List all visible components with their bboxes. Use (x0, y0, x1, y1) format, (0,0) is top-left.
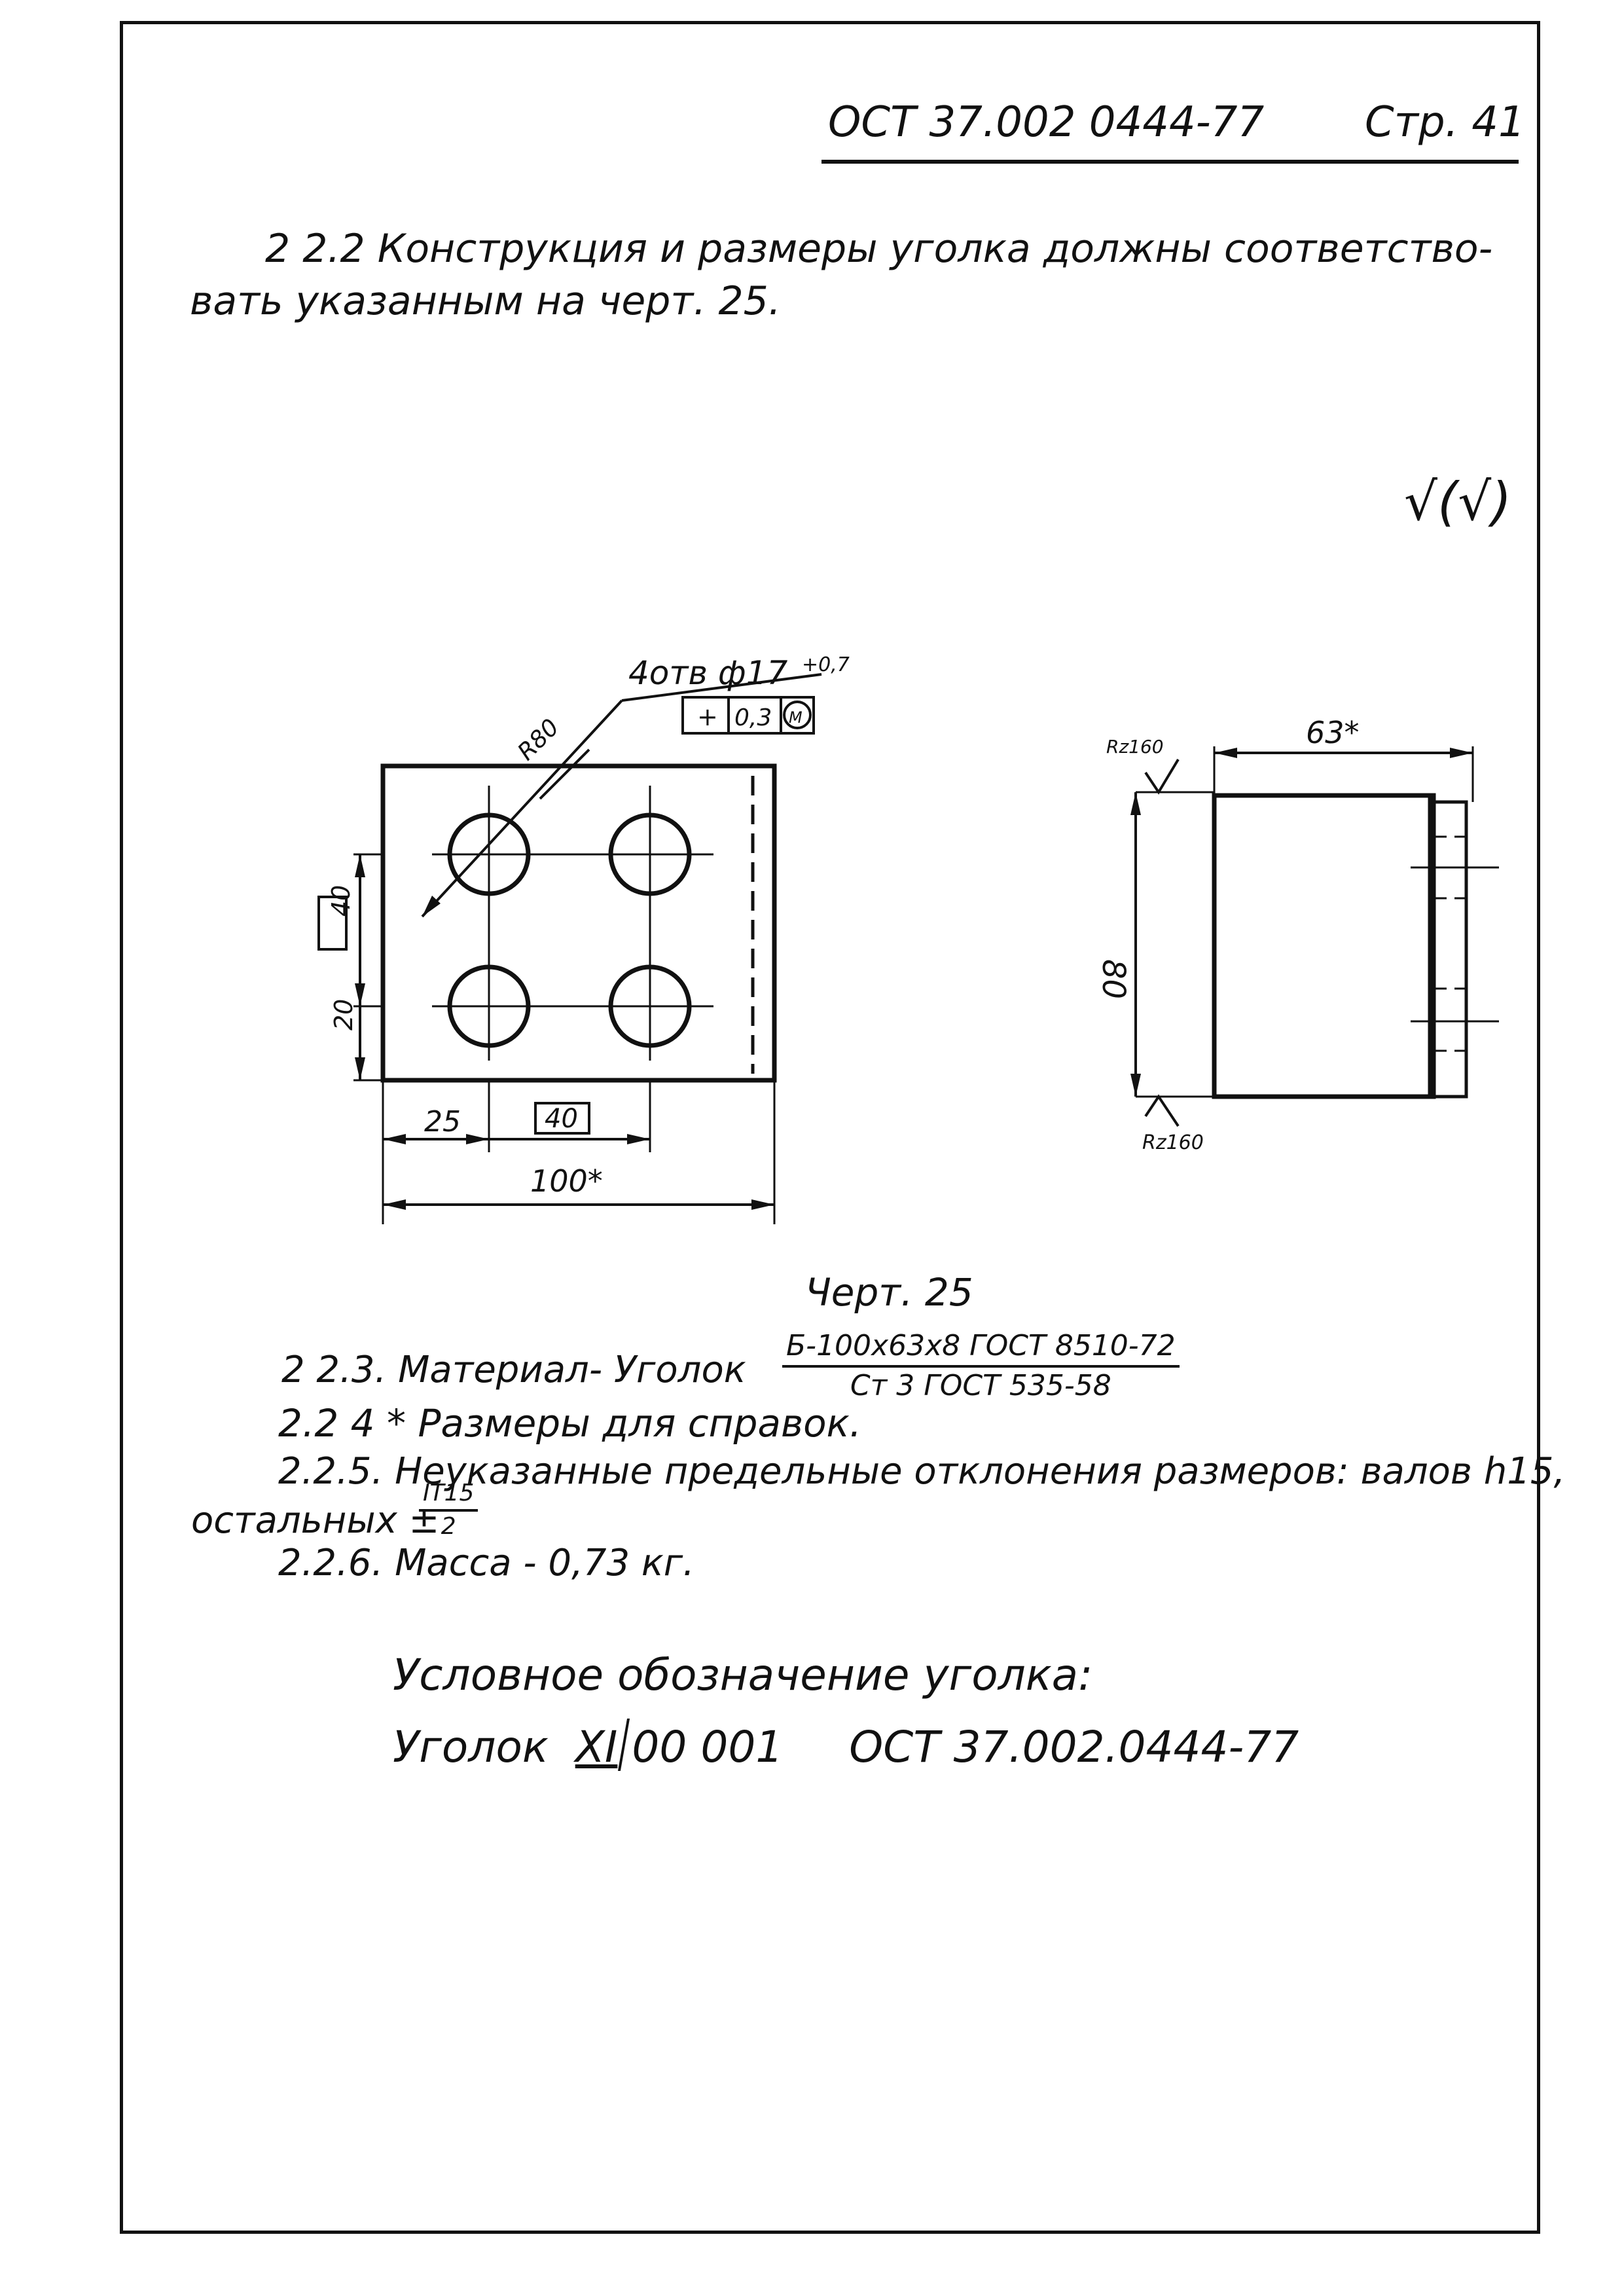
dim-40-vertical-label: 40 (327, 885, 355, 917)
designation-part-2: 00 001 (632, 1722, 784, 1772)
designation-roman: XI (575, 1722, 618, 1772)
designation-title: Условное обозначение уголка: (393, 1650, 1093, 1700)
item-225-denominator: 2 (441, 1513, 456, 1540)
designation-line: Уголок XI 00 001 ОСТ 37.002.0444-77 (393, 1719, 1299, 1772)
dim-25-label: 25 (424, 1105, 461, 1139)
front-view-plate (380, 763, 777, 1083)
side-view-flange (1432, 800, 1468, 1099)
leader-line-radius (539, 748, 590, 800)
item-223-denominator: Ст 3 ГОСТ 535-58 (850, 1369, 1111, 1402)
header-underline (821, 160, 1519, 164)
callout-holes-text: 4отв ф17 (628, 654, 787, 692)
designation-separator (618, 1719, 630, 1771)
designation-part-1: Уголок (393, 1722, 549, 1772)
item-223-material-fraction: Б-100х63х8 ГОСТ 8510-72 Ст 3 ГОСТ 535-58 (782, 1329, 1180, 1402)
item-224: 2.2 4 * Размеры для справок. (278, 1401, 862, 1446)
drawing-caption: Черт. 25 (805, 1270, 973, 1315)
position-symbol-text: + (697, 702, 718, 731)
radius-label: R80 (513, 714, 564, 766)
item-225-line-2-prefix: остальных ± (191, 1499, 440, 1542)
side-dim-80-label: 80 (1095, 959, 1132, 999)
rz-bottom-symbol (1144, 1094, 1180, 1127)
side-dim-63-label: 63* (1306, 715, 1360, 750)
page-frame (120, 21, 1540, 2234)
position-tolerance-frame (681, 696, 815, 735)
intro-line-1: 2 2.2 Конструкция и размеры уголка должн… (265, 226, 1493, 272)
dim-100-label: 100* (530, 1163, 603, 1199)
rz-top-label: Rz160 (1106, 736, 1164, 757)
standard-number: ОСТ 37.002 0444-77 (828, 98, 1265, 147)
item-225-line-1: 2.2.5. Неуказанные предельные отклонения… (278, 1450, 1566, 1493)
item-223-label: 2 2.3. Материал- Уголок (281, 1349, 746, 1391)
leader-line-holes (421, 699, 623, 918)
item-223-numerator: Б-100х63х8 ГОСТ 8510-72 (782, 1329, 1180, 1368)
dim-20-label: 20 (329, 999, 358, 1030)
intro-line-2: вать указанным на черт. 25. (190, 278, 781, 324)
item-226: 2.2.6. Масса - 0,73 кг. (278, 1542, 695, 1584)
side-view-body (1212, 793, 1436, 1099)
item-225-fraction: IT15 2 (419, 1480, 478, 1540)
position-modifier-text: M (789, 708, 803, 727)
item-225-numerator: IT15 (419, 1480, 478, 1512)
callout-tolerance-text: +0,7 (802, 653, 850, 676)
page-number: Стр. 41 (1365, 98, 1525, 147)
roughness-symbol-icon: √(√) (1404, 471, 1512, 532)
center-lines (353, 786, 776, 1224)
dim-40-horizontal-label: 40 (545, 1104, 578, 1134)
rz-top-symbol (1144, 758, 1180, 795)
designation-part-3: ОСТ 37.002.0444-77 (849, 1722, 1299, 1772)
rz-bottom-label: Rz160 (1142, 1131, 1204, 1154)
position-tolerance-text: 0,3 (734, 704, 772, 731)
